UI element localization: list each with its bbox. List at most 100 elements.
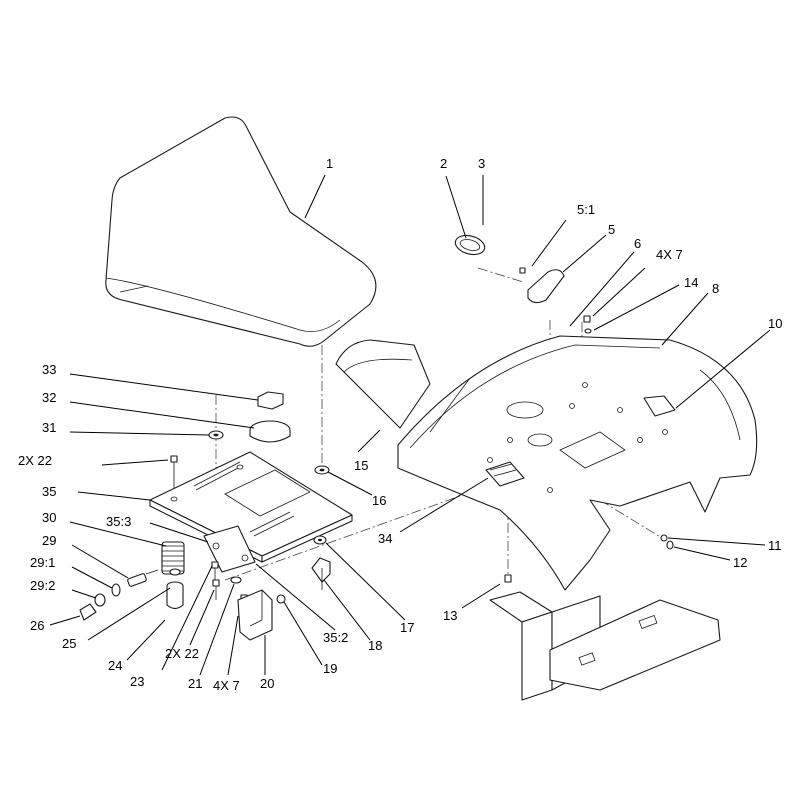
knob-26 (79, 603, 97, 621)
decal-34 (485, 461, 525, 487)
knob-18 (311, 557, 331, 590)
callout-2: 2 (440, 156, 447, 171)
leader-12 (673, 546, 731, 561)
leader-26 (49, 615, 81, 626)
leader-34 (399, 477, 489, 533)
leader-14 (593, 284, 680, 331)
callout-14: 14 (684, 275, 698, 290)
leader-4x7-bottom (227, 615, 239, 676)
callout-8: 8 (712, 281, 719, 296)
bumper-centerline (599, 499, 663, 539)
screw-13 (504, 574, 512, 583)
washer-17 (313, 535, 327, 545)
leader-23 (161, 565, 213, 671)
nut-19 (276, 594, 286, 604)
bolt-22-lower (212, 579, 220, 600)
reflector-5 (527, 269, 565, 304)
leader-15 (357, 429, 381, 453)
leader-29-2 (71, 589, 97, 599)
callout-5: 5 (608, 222, 615, 237)
leader-19 (283, 601, 323, 666)
callout-35: 35 (42, 484, 56, 499)
callout-26: 26 (30, 618, 44, 633)
cover-15 (335, 339, 431, 429)
leader-35 (77, 491, 151, 501)
leader-11 (667, 537, 766, 546)
seat (105, 116, 377, 347)
callout-18: 18 (368, 638, 382, 653)
leader-32 (69, 401, 255, 429)
callout-23: 23 (130, 674, 144, 689)
callout-25: 25 (62, 636, 76, 651)
leader-5-1 (531, 219, 567, 267)
leader-21 (199, 583, 235, 676)
leader-35-2 (255, 563, 336, 631)
leader-1 (304, 174, 326, 219)
leader-29 (71, 544, 129, 579)
leader-2 (445, 175, 467, 239)
leader-25 (87, 587, 171, 641)
callout-1: 1 (326, 156, 333, 171)
callout-13: 13 (443, 608, 457, 623)
callout-labels: 1 2 3 5:1 5 6 4X 7 14 8 10 33 32 31 2X 2… (18, 156, 782, 693)
frame (489, 591, 721, 701)
nut-14 (584, 328, 592, 334)
leader-18 (323, 579, 371, 641)
callout-11: 11 (768, 538, 782, 553)
callout-10: 10 (768, 316, 782, 331)
callout-3: 3 (478, 156, 485, 171)
callout-17: 17 (400, 620, 414, 635)
callout-24: 24 (108, 658, 122, 673)
fender-pan-8 (397, 335, 758, 591)
leader-6 (569, 251, 635, 327)
screw-7-top (583, 315, 591, 323)
callout-16: 16 (372, 493, 386, 508)
leader-33 (69, 373, 259, 401)
leader-lines (49, 174, 771, 676)
callout-33: 33 (42, 362, 56, 377)
washer-29-1 (111, 583, 121, 597)
callout-29: 29 (42, 533, 56, 548)
leader-17 (325, 542, 406, 621)
bracket-35-3 (203, 525, 256, 573)
callout-6: 6 (634, 236, 641, 251)
leader-16 (327, 471, 373, 496)
leader-29-1 (71, 566, 113, 589)
bracket-10 (643, 395, 676, 417)
leader-10 (675, 329, 771, 409)
stud-29 (127, 569, 159, 587)
callout-35-2: 35:2 (323, 630, 348, 645)
washer-31 (208, 430, 224, 440)
callout-12: 12 (733, 555, 747, 570)
leader-13 (461, 583, 501, 609)
leader-4x7-top (592, 267, 646, 317)
callout-29-2: 29:2 (30, 578, 55, 593)
callout-31: 31 (42, 420, 56, 435)
washer-16 (314, 465, 330, 475)
washer-21 (230, 576, 242, 584)
callout-15: 15 (354, 458, 368, 473)
plug-25 (169, 568, 181, 576)
spacer-24 (166, 581, 184, 610)
reflector-centerline (477, 267, 524, 283)
nut-29-2 (94, 593, 106, 607)
reflector-ring-2 (454, 234, 486, 256)
leader-35-3 (149, 522, 209, 543)
seat-pad (257, 391, 284, 410)
callout-32: 32 (42, 390, 56, 405)
callout-2x22-left: 2X 22 (18, 453, 52, 468)
leader-2x22-bottom (189, 589, 215, 646)
nut-11 (660, 534, 668, 542)
leader-2x22-left (101, 459, 169, 466)
callout-2x22-bottom: 2X 22 (165, 646, 199, 661)
callout-5-1: 5:1 (577, 202, 595, 217)
callout-19: 19 (323, 661, 337, 676)
leader-30 (69, 521, 167, 547)
callout-4x7-bottom: 4X 7 (213, 678, 240, 693)
leader-5 (562, 234, 607, 273)
callout-29-1: 29:1 (30, 555, 55, 570)
callout-30: 30 (42, 510, 56, 525)
callout-20: 20 (260, 676, 274, 691)
